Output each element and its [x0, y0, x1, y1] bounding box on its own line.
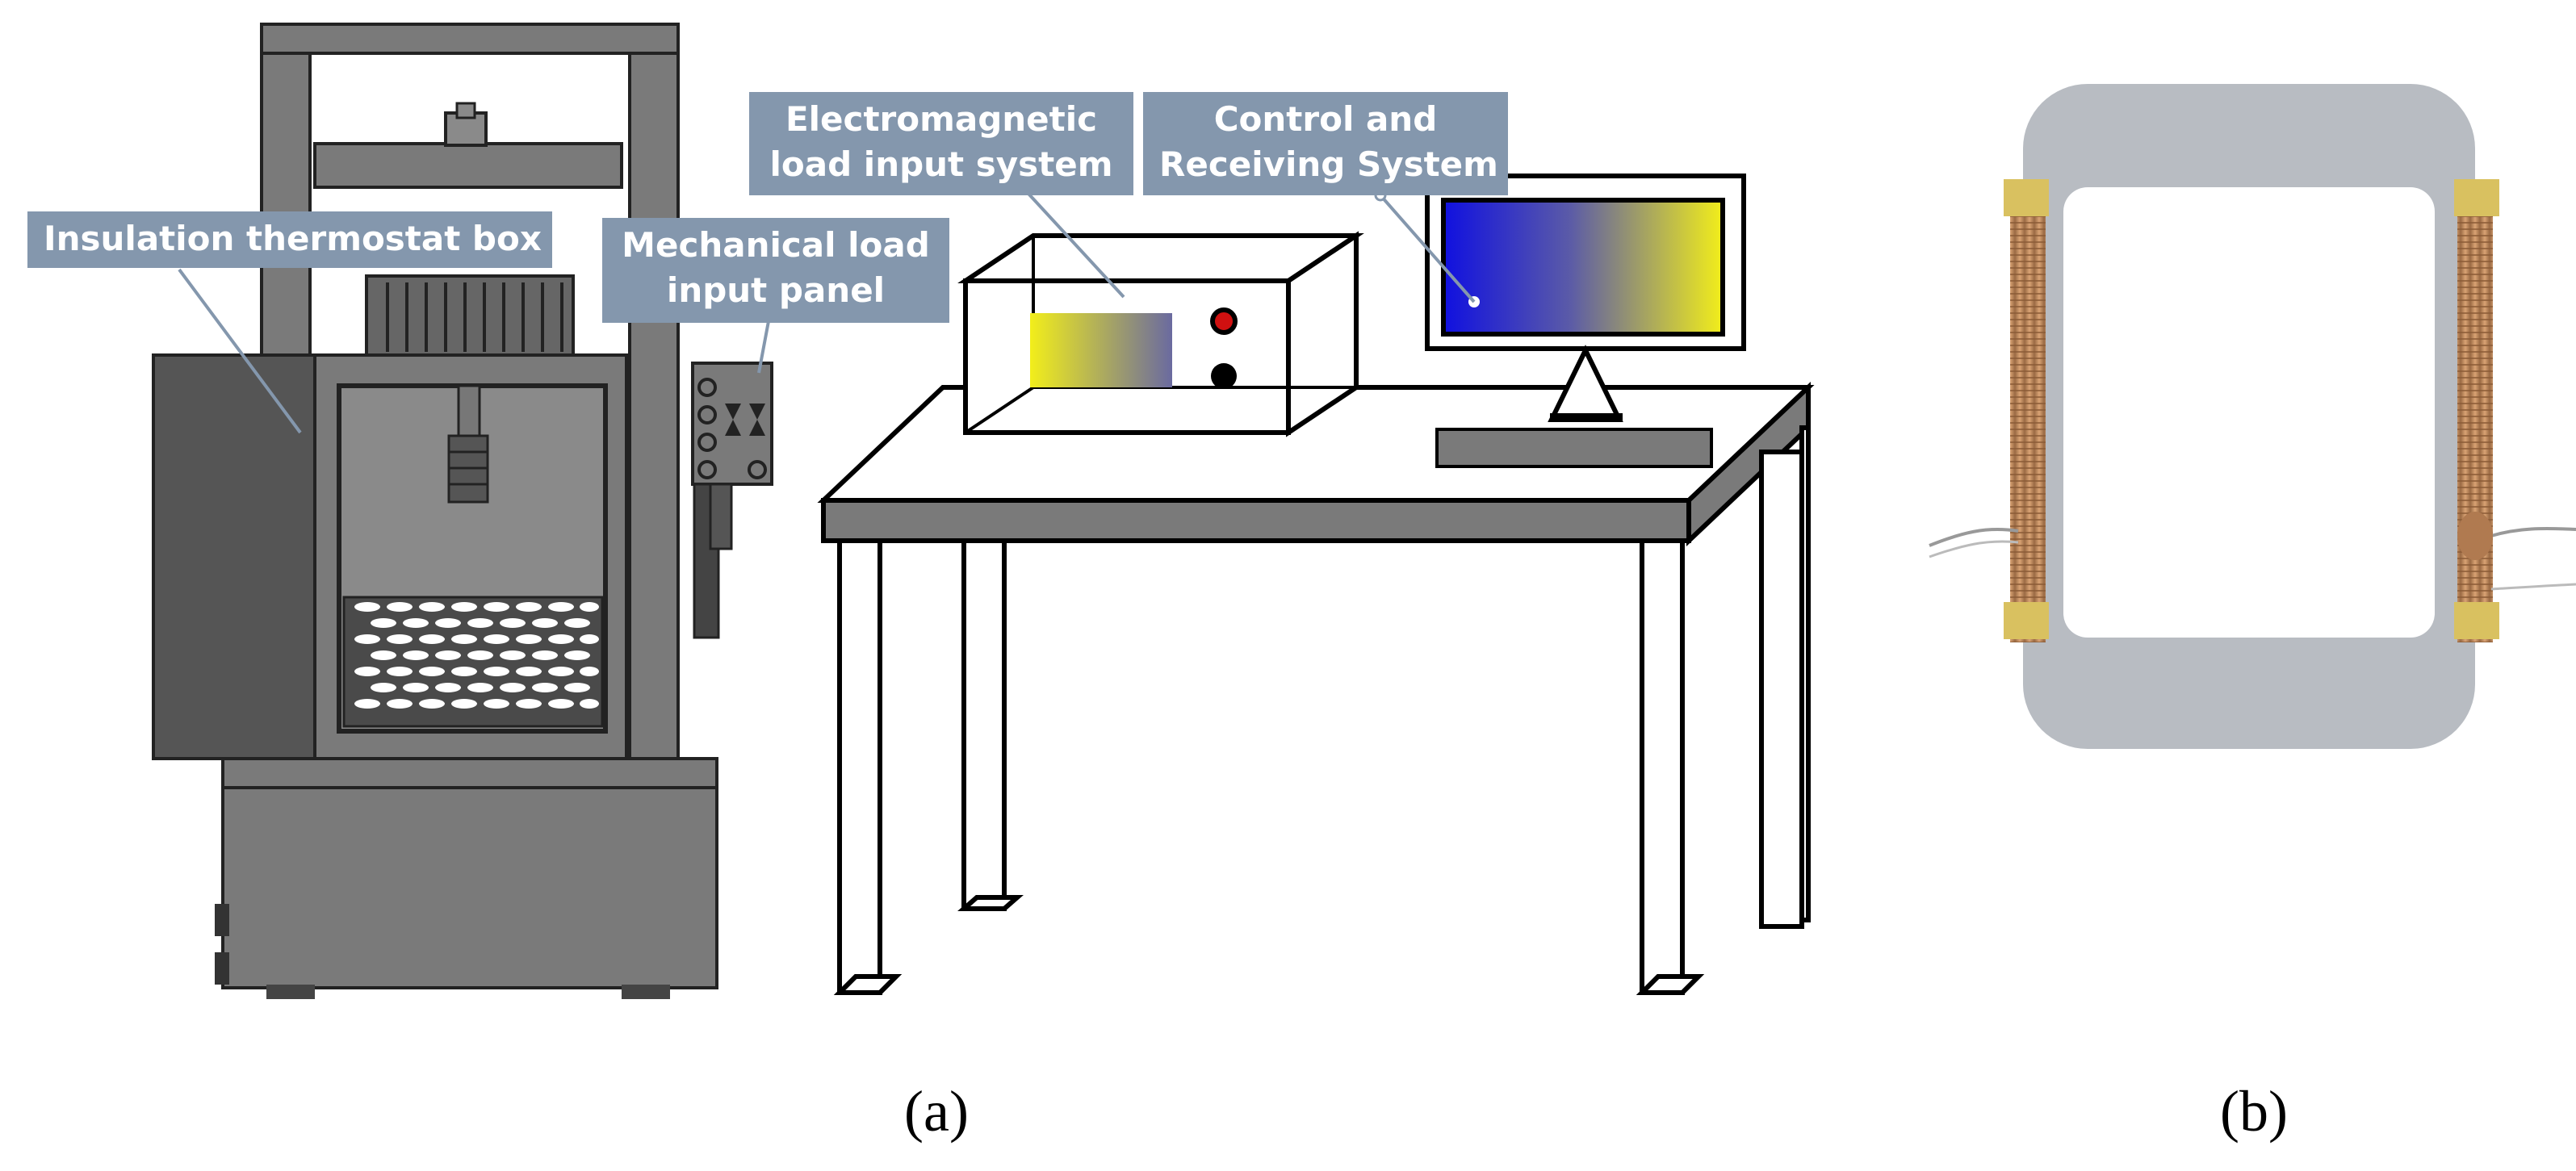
callout-insulation-text: Insulation thermostat box: [44, 219, 542, 258]
callout-electromagnetic-line-2: load input system: [769, 144, 1113, 184]
callout-electromagnetic-load-input: Electromagnetic load input system: [749, 92, 1133, 195]
testing-machine-icon: [152, 23, 773, 999]
callout-insulation-thermostat-box: Insulation thermostat box: [27, 211, 552, 268]
monitor-icon: [1425, 174, 1746, 422]
callout-control-receiving-system: Control and Receiving System: [1143, 92, 1508, 195]
callout-electromagnetic-line-1: Electromagnetic: [785, 99, 1098, 139]
panel-label-b: (b): [2220, 1079, 2288, 1144]
callout-mechanical-line-2: input panel: [666, 270, 886, 310]
callout-mechanical-load-panel: Mechanical load input panel: [602, 218, 949, 323]
callout-control-line-1: Control and: [1213, 99, 1438, 139]
coil-sample-icon: [1929, 84, 2576, 749]
panel-label-a: (a): [904, 1079, 969, 1144]
callout-control-line-2: Receiving System: [1159, 144, 1498, 184]
keyboard-icon: [1435, 428, 1713, 468]
callout-mechanical-line-1: Mechanical load: [622, 225, 930, 265]
instrument-box-icon: [957, 231, 1364, 437]
table-icon: [817, 382, 1815, 995]
leader-lines: [178, 192, 1476, 434]
